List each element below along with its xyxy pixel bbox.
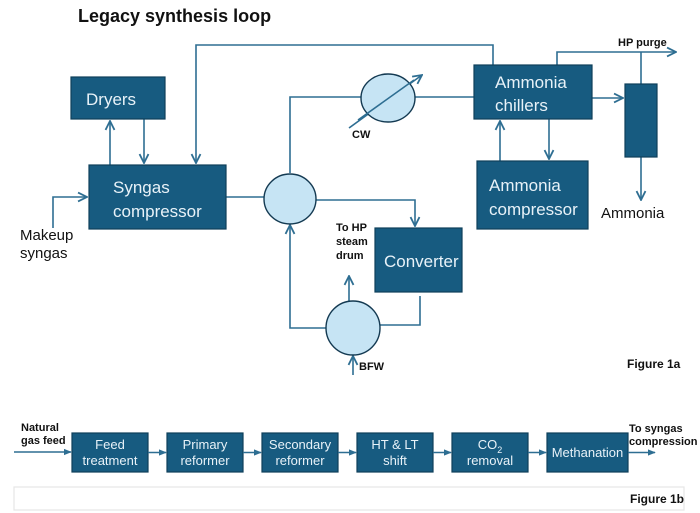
separator-vessel (624, 83, 658, 158)
cooler-diagonal (357, 79, 415, 121)
syngas-compressor-label-line2: compressor (113, 202, 202, 221)
dryers-block: Dryers (70, 76, 166, 120)
hp-purge-label: HP purge (618, 37, 667, 49)
process-step-box (451, 432, 529, 473)
natural-gas-feed-label-line1: Natural (21, 422, 59, 434)
process-step-6: Methanation (546, 432, 629, 473)
process-step-box (261, 432, 339, 473)
process-step-box (166, 432, 244, 473)
figure-1b-caption-bar (13, 486, 685, 511)
to-syngas-compression-label-line2: compression (629, 436, 698, 448)
to-syngas-compression-label-line1: To syngas (629, 423, 683, 435)
process-step-label: Feed (95, 437, 125, 452)
process-step-label: reformer (180, 453, 230, 468)
ammonia-chillers-block: Ammonia chillers (473, 64, 593, 120)
figure-1a-title: Legacy synthesis loop (78, 6, 271, 26)
cw-label: CW (352, 129, 371, 141)
bfw-label: BFW (359, 361, 385, 373)
ammonia-compressor-block: Ammonia compressor (476, 160, 589, 230)
ammonia-compressor-label-line1: Ammonia (489, 176, 561, 195)
process-step-label: shift (383, 453, 407, 468)
syngas-compressor-label-line1: Syngas (113, 178, 170, 197)
process-step-label: CO2 (478, 437, 503, 455)
process-step-box (71, 432, 149, 473)
process-step-label: reformer (275, 453, 325, 468)
makeup-syngas-label-line1: Makeup (20, 227, 73, 244)
ammonia-compressor-label-line2: compressor (489, 200, 578, 219)
figure-1b-caption: Figure 1b (630, 492, 684, 506)
waste-heat-boiler-icon (325, 300, 381, 356)
dryers-label: Dryers (86, 90, 136, 109)
process-step-label: Methanation (552, 445, 624, 460)
ammonia-product-label: Ammonia (601, 205, 665, 222)
process-step-label: Secondary (269, 437, 332, 452)
process-step-label: treatment (83, 453, 138, 468)
to-hp-steam-drum-label-line2: steam (336, 236, 368, 248)
process-step-box (356, 432, 434, 473)
to-hp-steam-drum-label-line1: To HP (336, 222, 367, 234)
hp-purge-line (556, 52, 676, 65)
loop-lines (52, 44, 676, 375)
figure-1a-caption: Figure 1a (627, 357, 681, 371)
boiler-to-exchanger-line (290, 225, 326, 329)
converter-to-boiler-line (380, 296, 421, 326)
converter-label: Converter (384, 252, 459, 271)
converter-block: Converter (374, 227, 463, 293)
ammonia-chillers-label-line1: Ammonia (495, 73, 567, 92)
process-step-label: HT & LT (371, 437, 418, 452)
process-step-label: removal (467, 453, 513, 468)
process-steps: FeedtreatmentPrimaryreformerSecondaryref… (71, 432, 656, 473)
process-step-box (546, 432, 629, 473)
process-step-label: Primary (183, 437, 228, 452)
feed-effluent-exchanger-icon (263, 173, 317, 225)
recycle-line (196, 44, 494, 163)
exchanger-to-cooler-line (289, 96, 361, 173)
syngas-compressor-block: Syngas compressor (88, 164, 227, 230)
makeup-syngas-line (52, 197, 87, 228)
makeup-syngas-label-line2: syngas (20, 245, 68, 262)
ammonia-chillers-label-line2: chillers (495, 96, 548, 115)
exchanger-to-converter-line (316, 199, 415, 226)
to-hp-steam-drum-label-line3: drum (336, 250, 364, 262)
natural-gas-feed-label-line2: gas feed (21, 435, 66, 447)
